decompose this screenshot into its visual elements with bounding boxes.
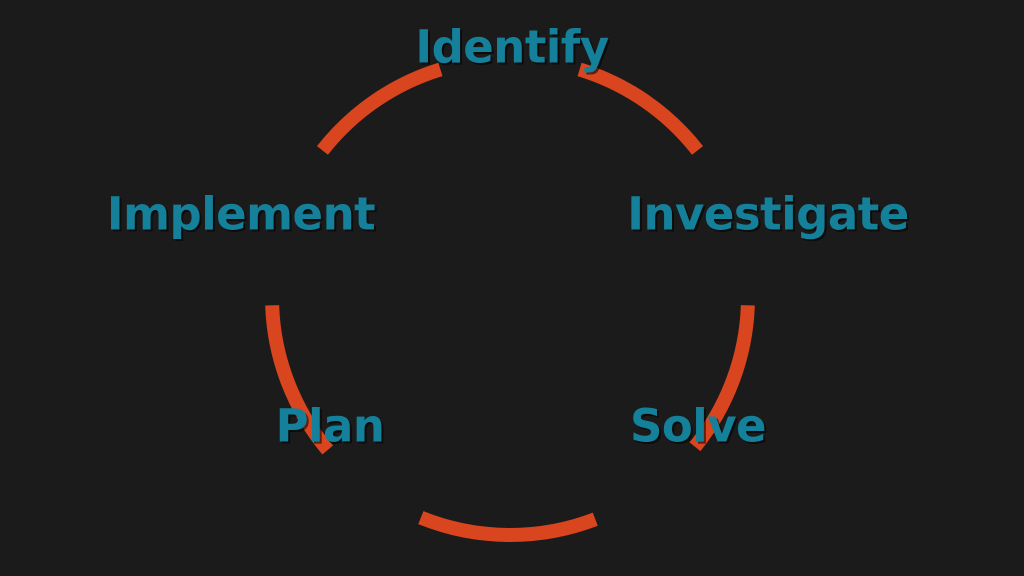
cycle-stage-label-investigate[interactable]: Investigate (627, 187, 909, 241)
cycle-arc-implement-to-identify (316, 62, 443, 155)
cycle-arc-identify-to-investigate (577, 62, 704, 155)
cycle-stage-label-identify[interactable]: Identify (415, 20, 609, 74)
cycle-stage-label-solve[interactable]: Solve (629, 399, 767, 453)
cycle-arc-plan-to-implement (265, 305, 334, 455)
cycle-arc-investigate-to-solve (689, 305, 755, 452)
cycle-arc-solve-to-plan (418, 511, 598, 542)
cycle-stage-label-plan[interactable]: Plan (275, 399, 385, 453)
cycle-stage-label-implement[interactable]: Implement (106, 187, 376, 241)
